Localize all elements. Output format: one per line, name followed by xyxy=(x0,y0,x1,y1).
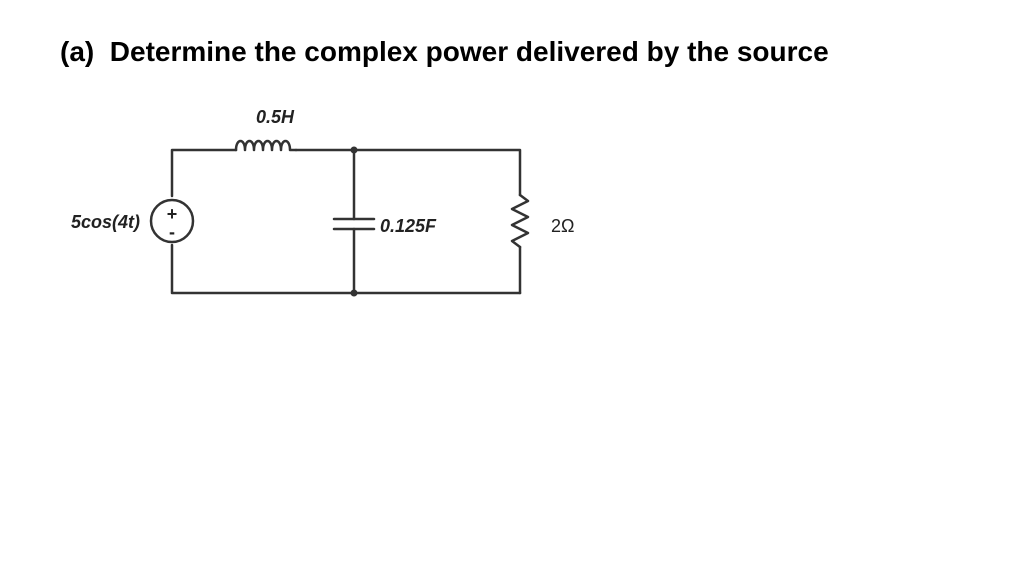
junction-top xyxy=(350,146,358,154)
wire-top-left xyxy=(170,148,238,198)
resistor-label: 2Ω xyxy=(551,216,574,236)
inductor-label: 0.5H xyxy=(256,107,295,127)
voltage-source-circle xyxy=(149,198,195,244)
wire-bottom xyxy=(170,243,522,295)
question-title: (a) Determine the complex power delivere… xyxy=(60,36,829,67)
source-plus: + xyxy=(167,204,178,224)
inductor-coil xyxy=(234,139,298,152)
source-label: 5cos(4t) xyxy=(71,212,140,232)
junction-bottom xyxy=(350,289,358,297)
resistor-zigzag xyxy=(510,193,530,249)
source-minus: - xyxy=(169,222,175,242)
wire-top-right xyxy=(294,148,522,197)
capacitor-label: 0.125F xyxy=(380,216,437,236)
